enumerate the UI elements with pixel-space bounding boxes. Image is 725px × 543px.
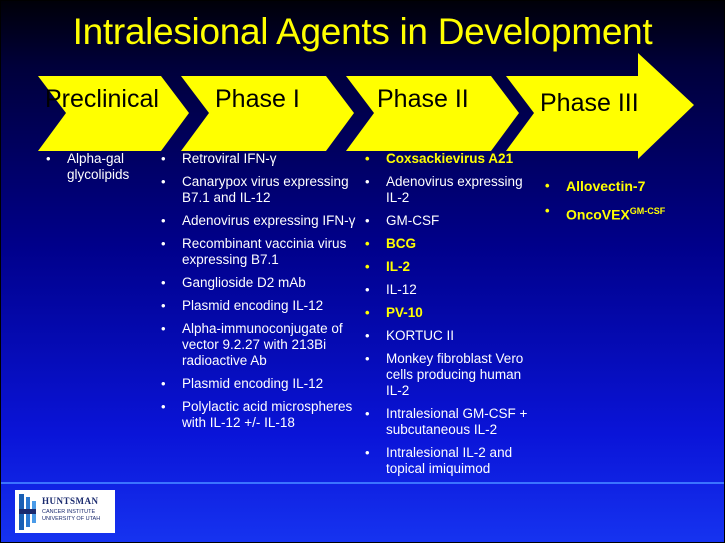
list-item: Canarypox virus expressing B7.1 and IL-1…	[158, 174, 358, 206]
phase-arrows	[38, 53, 694, 159]
list-item: KORTUC II	[362, 328, 538, 344]
list-item: Polylactic acid microspheres with IL-12 …	[158, 399, 358, 431]
phase-3-arrow	[506, 53, 694, 159]
list-item: Coxsackievirus A21	[362, 151, 538, 167]
phase-2-list: Coxsackievirus A21 Adenovirus expressing…	[362, 151, 538, 477]
phase-label-phase-3: Phase III	[540, 89, 639, 117]
list-item: GM-CSF	[362, 213, 538, 229]
list-item: Monkey fibroblast Vero cells producing h…	[362, 351, 538, 399]
footer-divider	[1, 482, 724, 484]
list-item: Intralesional IL-2 and topical imiquimod	[362, 445, 538, 477]
phase-2-arrow	[346, 76, 519, 151]
huntsman-logo: HUNTSMAN CANCER INSTITUTE UNIVERSITY OF …	[15, 490, 115, 533]
logo-subtitle: CANCER INSTITUTE UNIVERSITY OF UTAH	[42, 509, 100, 523]
list-item: Plasmid encoding IL-12	[158, 298, 358, 314]
list-item: Intralesional GM-CSF + subcutaneous IL-2	[362, 406, 538, 438]
list-item: BCG	[362, 236, 538, 252]
oncovex-superscript: GM-CSF	[629, 206, 666, 216]
logo-line-2: UNIVERSITY OF UTAH	[42, 516, 101, 522]
list-item: Alpha-immunoconjugate of vector 9.2.27 w…	[158, 321, 358, 369]
list-item: Allovectin-7	[542, 178, 717, 194]
preclinical-list: Alpha-gal glycolipids	[43, 151, 155, 183]
phase-label-phase-1: Phase I	[215, 85, 300, 113]
list-item: OncoVEXGM-CSF	[542, 203, 717, 223]
phase-3-column: Allovectin-7 OncoVEXGM-CSF	[542, 178, 717, 232]
phase-1-list: Retroviral IFN-γ Canarypox virus express…	[158, 151, 358, 431]
phase-label-preclinical: Preclinical	[45, 85, 159, 113]
phase-label-phase-2: Phase II	[377, 85, 469, 113]
slide-title: Intralesional Agents in Development	[72, 11, 653, 52]
list-item: IL-2	[362, 259, 538, 275]
list-item: Adenovirus expressing IFN-γ	[158, 213, 358, 229]
oncovex-label: OncoVEX	[566, 206, 630, 223]
list-item: IL-12	[362, 282, 538, 298]
list-item: Adenovirus expressing IL-2	[362, 174, 538, 206]
phase-1-column: Retroviral IFN-γ Canarypox virus express…	[158, 151, 358, 438]
list-item: Alpha-gal glycolipids	[43, 151, 155, 183]
list-item: Plasmid encoding IL-12	[158, 376, 358, 392]
list-item: Retroviral IFN-γ	[158, 151, 358, 167]
preclinical-arrow	[38, 76, 189, 151]
phase-2-column: Coxsackievirus A21 Adenovirus expressing…	[362, 151, 538, 484]
phase-1-arrow	[181, 76, 354, 151]
preclinical-column: Alpha-gal glycolipids	[43, 151, 155, 190]
list-item: PV-10	[362, 305, 538, 321]
phase-3-list: Allovectin-7 OncoVEXGM-CSF	[542, 178, 717, 223]
list-item: Ganglioside D2 mAb	[158, 275, 358, 291]
logo-name: HUNTSMAN	[42, 496, 99, 506]
list-item: Recombinant vaccinia virus expressing B7…	[158, 236, 358, 268]
logo-line-1: CANCER INSTITUTE	[42, 509, 96, 515]
huntsman-logo-mark-icon	[19, 494, 36, 530]
